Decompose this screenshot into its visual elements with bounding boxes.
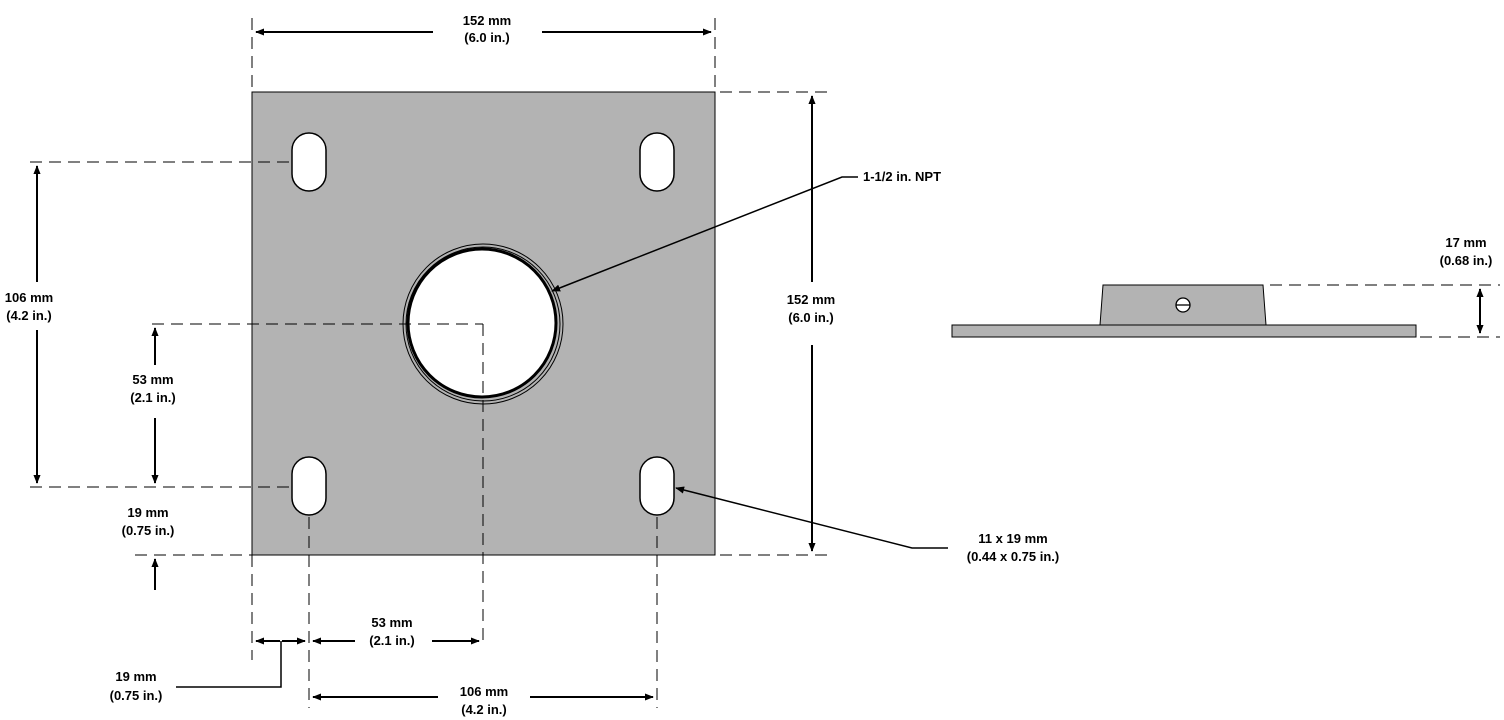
callout-npt-leader bbox=[551, 176, 858, 292]
dim-slot-edge-horiz-metric: 19 mm bbox=[115, 669, 156, 684]
dim-right-height-imperial: (6.0 in.) bbox=[788, 310, 834, 325]
dim-center-vert-imperial: (2.1 in.) bbox=[130, 390, 176, 405]
dim-bottom-span-metric: 106 mm bbox=[460, 684, 508, 699]
dim-left-span-metric: 106 mm bbox=[5, 290, 53, 305]
dim-side-height-metric: 17 mm bbox=[1445, 235, 1486, 250]
slot-bottom-right bbox=[639, 456, 675, 516]
callout-slot-imperial: (0.44 x 0.75 in.) bbox=[967, 549, 1060, 564]
dim-center-vert-metric: 53 mm bbox=[132, 372, 173, 387]
dim-slot-edge-horiz-leader bbox=[176, 641, 282, 688]
slot-bottom-left bbox=[291, 456, 327, 516]
callout-slot-leader bbox=[675, 486, 948, 549]
dim-center-horiz-imperial: (2.1 in.) bbox=[369, 633, 415, 648]
dim-bottom-span-imperial: (4.2 in.) bbox=[461, 702, 507, 717]
side-view bbox=[951, 284, 1417, 338]
slot-top-left bbox=[291, 132, 327, 192]
side-view-base-plate bbox=[951, 324, 1417, 338]
dim-slot-edge-horiz-imperial: (0.75 in.) bbox=[110, 688, 163, 703]
slot-top-right bbox=[639, 132, 675, 192]
dim-right-height-metric: 152 mm bbox=[787, 292, 835, 307]
callout-slot-metric: 11 x 19 mm bbox=[978, 531, 1047, 546]
dim-side-height-imperial: (0.68 in.) bbox=[1440, 253, 1493, 268]
dim-slot-edge-vert-imperial: (0.75 in.) bbox=[122, 523, 175, 538]
callout-npt-label: 1-1/2 in. NPT bbox=[863, 169, 941, 184]
dim-slot-edge-vert-metric: 19 mm bbox=[127, 505, 168, 520]
dim-left-span-imperial: (4.2 in.) bbox=[6, 308, 52, 323]
dim-top-width-imperial: (6.0 in.) bbox=[464, 30, 510, 45]
dim-center-horiz-metric: 53 mm bbox=[371, 615, 412, 630]
dim-top-width-metric: 152 mm bbox=[463, 13, 511, 28]
